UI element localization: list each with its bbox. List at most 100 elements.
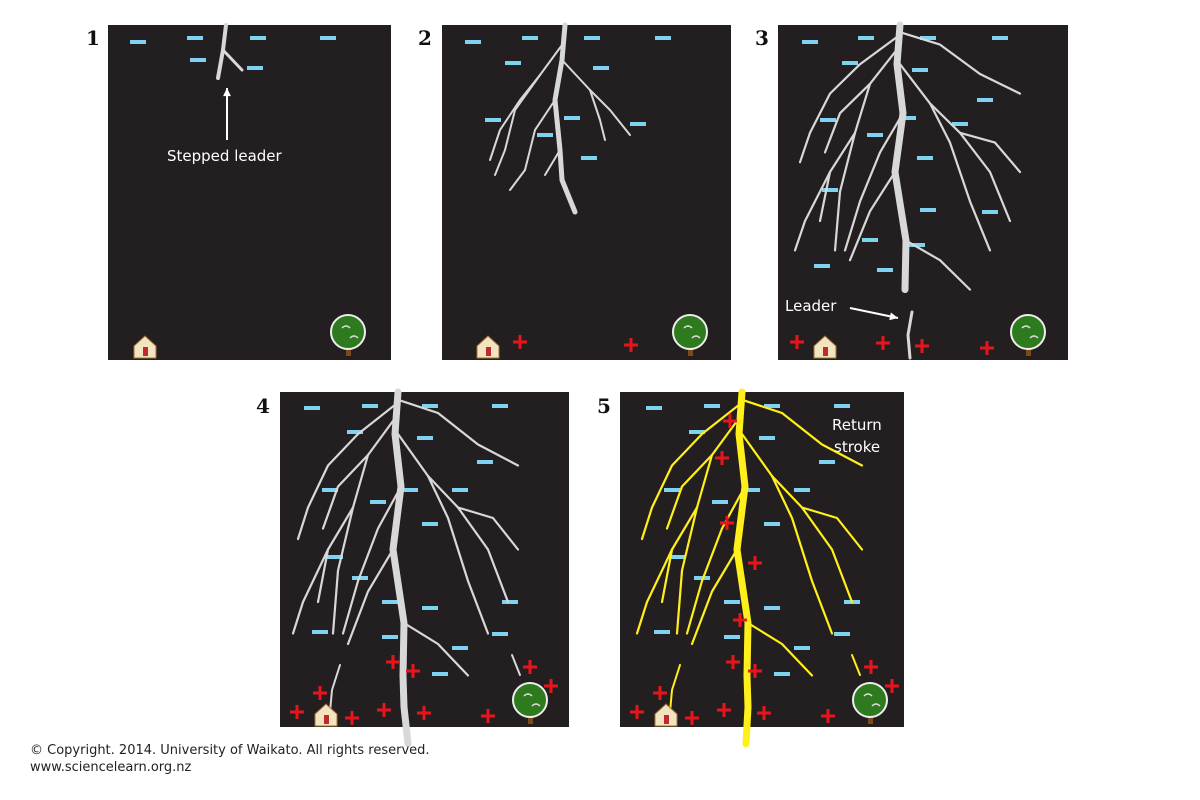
panel-2 bbox=[442, 25, 731, 360]
positive-charge bbox=[748, 664, 762, 678]
negative-charge bbox=[327, 555, 343, 559]
tree-detail bbox=[523, 693, 541, 707]
lightning-main-channel bbox=[389, 388, 412, 748]
negative-charge bbox=[432, 672, 448, 676]
tree-icon bbox=[1010, 314, 1046, 356]
negative-charge bbox=[900, 116, 916, 120]
negative-charge bbox=[646, 406, 662, 410]
negative-charge bbox=[834, 404, 850, 408]
positive-charge bbox=[864, 660, 878, 674]
negative-charge bbox=[920, 208, 936, 212]
negative-charge bbox=[347, 430, 363, 434]
lightning-branch bbox=[904, 239, 972, 291]
negative-charge bbox=[834, 632, 850, 636]
lightning-branch bbox=[746, 621, 814, 677]
negative-charge bbox=[759, 436, 775, 440]
house-door bbox=[486, 347, 491, 356]
upward-streamer bbox=[511, 654, 521, 676]
negative-charge bbox=[452, 488, 468, 492]
panel-1 bbox=[108, 25, 391, 360]
negative-charge bbox=[564, 116, 580, 120]
tree-trunk bbox=[1026, 344, 1031, 356]
positive-charge bbox=[790, 335, 804, 349]
website-url: www.sciencelearn.org.nz bbox=[30, 760, 192, 775]
leader-arrow-head bbox=[889, 312, 898, 321]
stepped-leader-branch bbox=[221, 48, 244, 72]
lightning-main-channel bbox=[891, 21, 910, 294]
house-icon bbox=[813, 335, 837, 359]
lightning-branch bbox=[742, 399, 864, 467]
negative-charge bbox=[654, 630, 670, 634]
lightning-branch bbox=[291, 548, 330, 635]
negative-charge bbox=[867, 133, 883, 137]
tree-detail bbox=[863, 693, 881, 707]
negative-charge bbox=[422, 404, 438, 408]
positive-charge bbox=[630, 705, 644, 719]
negative-charge bbox=[794, 646, 810, 650]
lightning-branch bbox=[489, 44, 563, 161]
negative-charge bbox=[724, 635, 740, 639]
lightning-branch bbox=[544, 149, 561, 176]
lightning-branch bbox=[823, 82, 872, 154]
tree-icon bbox=[852, 682, 888, 724]
negative-charge bbox=[655, 36, 671, 40]
positive-charge bbox=[757, 706, 771, 720]
negative-charge bbox=[909, 243, 925, 247]
tree-icon bbox=[512, 682, 548, 724]
negative-charge bbox=[422, 522, 438, 526]
negative-charge bbox=[630, 122, 646, 126]
negative-charge bbox=[794, 488, 810, 492]
positive-charge bbox=[653, 686, 667, 700]
lightning-branch bbox=[800, 506, 864, 551]
negative-charge bbox=[485, 118, 501, 122]
negative-charge bbox=[382, 635, 398, 639]
leader-arrow bbox=[849, 307, 899, 319]
positive-charge bbox=[624, 338, 638, 352]
negative-charge bbox=[724, 600, 740, 604]
lightning-branch bbox=[426, 474, 490, 635]
positive-charge bbox=[377, 703, 391, 717]
positive-charge bbox=[386, 655, 400, 669]
negative-charge bbox=[362, 404, 378, 408]
positive-charge bbox=[523, 660, 537, 674]
house-icon bbox=[314, 703, 338, 727]
lightning-branch bbox=[456, 506, 520, 551]
lightning-branch bbox=[665, 453, 714, 530]
negative-charge bbox=[764, 404, 780, 408]
negative-charge bbox=[505, 61, 521, 65]
tree-crown bbox=[852, 682, 888, 718]
positive-charge bbox=[876, 336, 890, 350]
negative-charge bbox=[502, 600, 518, 604]
lightning-branch bbox=[798, 33, 902, 164]
lightning-branch bbox=[494, 74, 541, 176]
negative-charge bbox=[820, 118, 836, 122]
positive-charge bbox=[290, 705, 304, 719]
lightning-branch bbox=[346, 548, 395, 646]
negative-charge bbox=[130, 40, 146, 44]
negative-charge bbox=[522, 36, 538, 40]
house-door bbox=[664, 715, 669, 724]
lightning-branch bbox=[296, 401, 400, 541]
negative-charge bbox=[977, 98, 993, 102]
tree-icon bbox=[672, 314, 708, 356]
tree-detail bbox=[341, 325, 359, 339]
negative-charge bbox=[422, 606, 438, 610]
return-stroke-label-1: Return bbox=[832, 416, 882, 434]
negative-charge bbox=[492, 632, 508, 636]
tree-trunk bbox=[346, 344, 351, 356]
lightning-branch bbox=[833, 131, 857, 252]
negative-charge bbox=[712, 500, 728, 504]
lightning-branch bbox=[770, 474, 834, 635]
positive-charge bbox=[717, 703, 731, 717]
tree-icon bbox=[330, 314, 366, 356]
negative-charge bbox=[669, 555, 685, 559]
tree-crown bbox=[512, 682, 548, 718]
negative-charge bbox=[774, 672, 790, 676]
panel-number-1: 1 bbox=[86, 26, 100, 50]
house-icon bbox=[654, 703, 678, 727]
negative-charge bbox=[862, 238, 878, 242]
lightning-main-channel bbox=[733, 388, 752, 748]
positive-charge bbox=[406, 664, 420, 678]
negative-charge bbox=[247, 66, 263, 70]
lightning-branch bbox=[635, 548, 674, 635]
